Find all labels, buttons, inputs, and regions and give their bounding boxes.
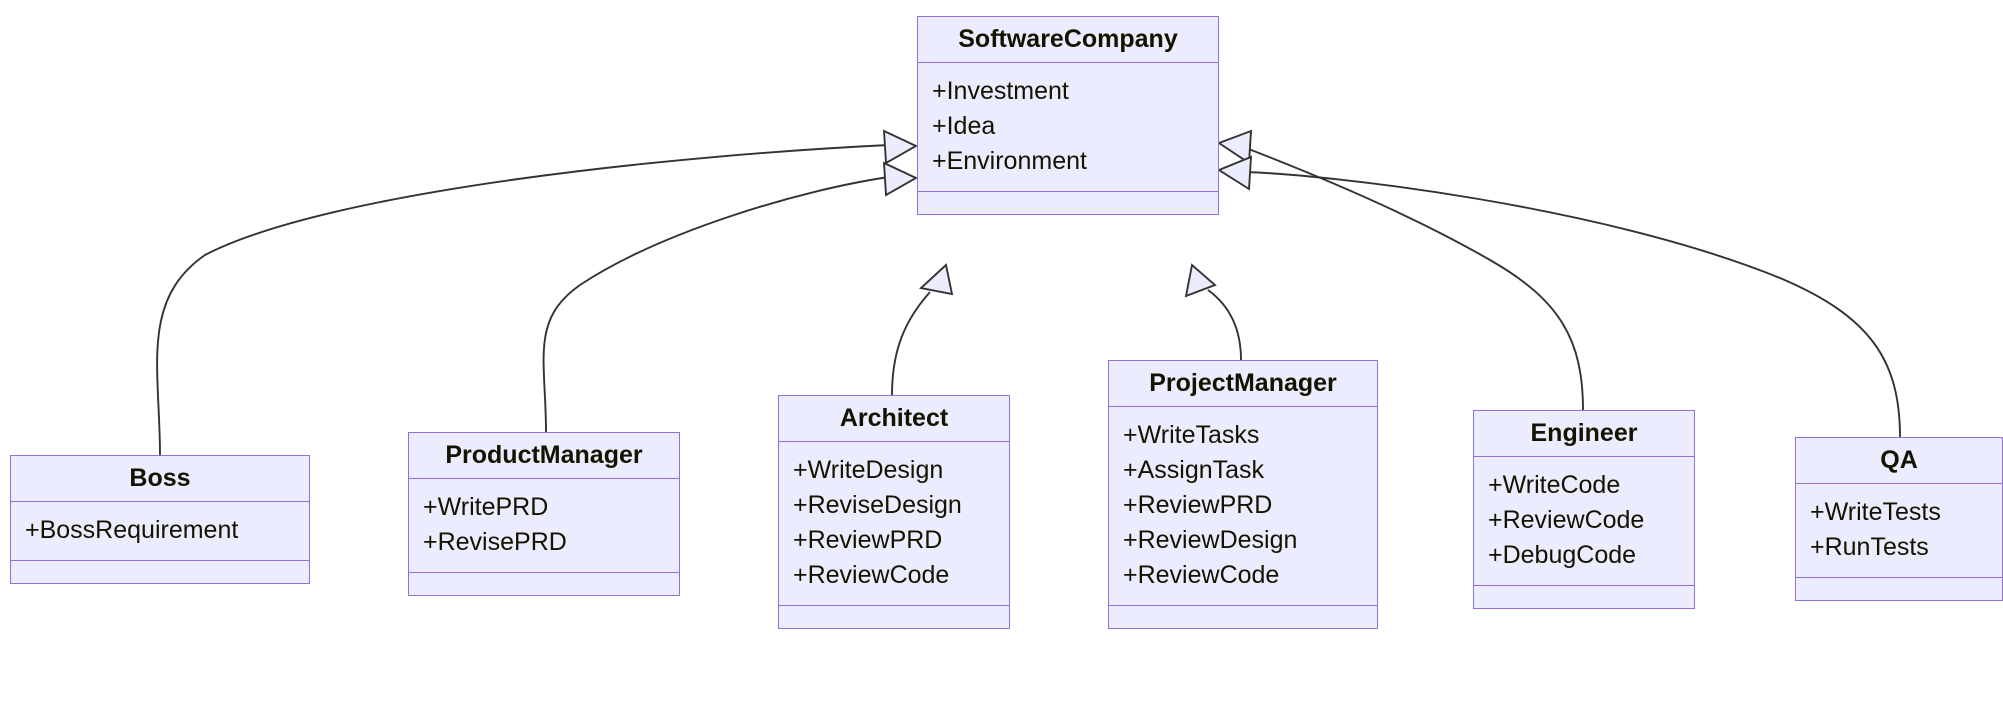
attribute-row: +WriteTasks xyxy=(1123,421,1260,450)
class-attributes: +WriteTests +RunTests xyxy=(1796,484,2002,579)
class-title: ProjectManager xyxy=(1109,361,1377,408)
attribute-row: +AssignTask xyxy=(1123,456,1265,485)
attribute-row: +Idea xyxy=(932,112,996,141)
attribute-row: +WritePRD xyxy=(423,493,549,522)
class-title: Engineer xyxy=(1474,411,1694,458)
class-node-software-company[interactable]: SoftwareCompany +Investment +Idea +Envir… xyxy=(917,16,1219,216)
class-methods xyxy=(1109,606,1377,628)
class-title: Boss xyxy=(11,456,309,503)
class-attributes: +BossRequirement xyxy=(11,502,309,562)
edge-projectmanager-to-softwarecompany xyxy=(1184,263,1242,361)
class-title: ProductManager xyxy=(409,433,679,480)
class-attributes: +WriteTasks +AssignTask +ReviewPRD +Revi… xyxy=(1109,407,1377,607)
attribute-row: +BossRequirement xyxy=(25,516,239,545)
attribute-row: +DebugCode xyxy=(1488,541,1637,570)
class-node-boss[interactable]: Boss +BossRequirement xyxy=(10,455,310,585)
class-attributes: +Investment +Idea +Environment xyxy=(918,63,1218,193)
attribute-row: +WriteCode xyxy=(1488,471,1621,500)
attribute-row: +ReviewDesign xyxy=(1123,526,1298,555)
class-methods xyxy=(779,606,1009,628)
class-node-project-manager[interactable]: ProjectManager +WriteTasks +AssignTask +… xyxy=(1108,360,1378,630)
class-methods xyxy=(1474,586,1694,608)
class-attributes: +WriteDesign +ReviseDesign +ReviewPRD +R… xyxy=(779,442,1009,607)
attribute-row: +RunTests xyxy=(1810,533,1929,562)
class-methods xyxy=(11,561,309,583)
attribute-row: +ReviewPRD xyxy=(793,526,943,555)
class-title: QA xyxy=(1796,438,2002,485)
attribute-row: +ReviseDesign xyxy=(793,491,962,520)
edge-architect-to-softwarecompany xyxy=(891,263,954,396)
class-node-product-manager[interactable]: ProductManager +WritePRD +RevisePRD xyxy=(408,432,680,597)
class-methods xyxy=(1796,578,2002,600)
class-node-architect[interactable]: Architect +WriteDesign +ReviseDesign +Re… xyxy=(778,395,1010,630)
attribute-row: +WriteTests xyxy=(1810,498,1941,527)
class-title: SoftwareCompany xyxy=(918,17,1218,64)
attribute-row: +ReviewCode xyxy=(1123,561,1280,590)
class-node-engineer[interactable]: Engineer +WriteCode +ReviewCode +DebugCo… xyxy=(1473,410,1695,610)
class-node-qa[interactable]: QA +WriteTests +RunTests xyxy=(1795,437,2003,602)
attribute-row: +Investment xyxy=(932,77,1069,106)
attribute-row: +ReviewCode xyxy=(793,561,950,590)
attribute-row: +RevisePRD xyxy=(423,528,567,557)
attribute-row: +WriteDesign xyxy=(793,456,944,485)
class-methods xyxy=(918,192,1218,214)
attribute-row: +ReviewPRD xyxy=(1123,491,1273,520)
attribute-row: +ReviewCode xyxy=(1488,506,1645,535)
class-attributes: +WritePRD +RevisePRD xyxy=(409,479,679,574)
class-methods xyxy=(409,573,679,595)
edge-productmanager-to-softwarecompany xyxy=(542,161,919,433)
class-title: Architect xyxy=(779,396,1009,443)
attribute-row: +Environment xyxy=(932,147,1087,176)
class-attributes: +WriteCode +ReviewCode +DebugCode xyxy=(1474,457,1694,587)
